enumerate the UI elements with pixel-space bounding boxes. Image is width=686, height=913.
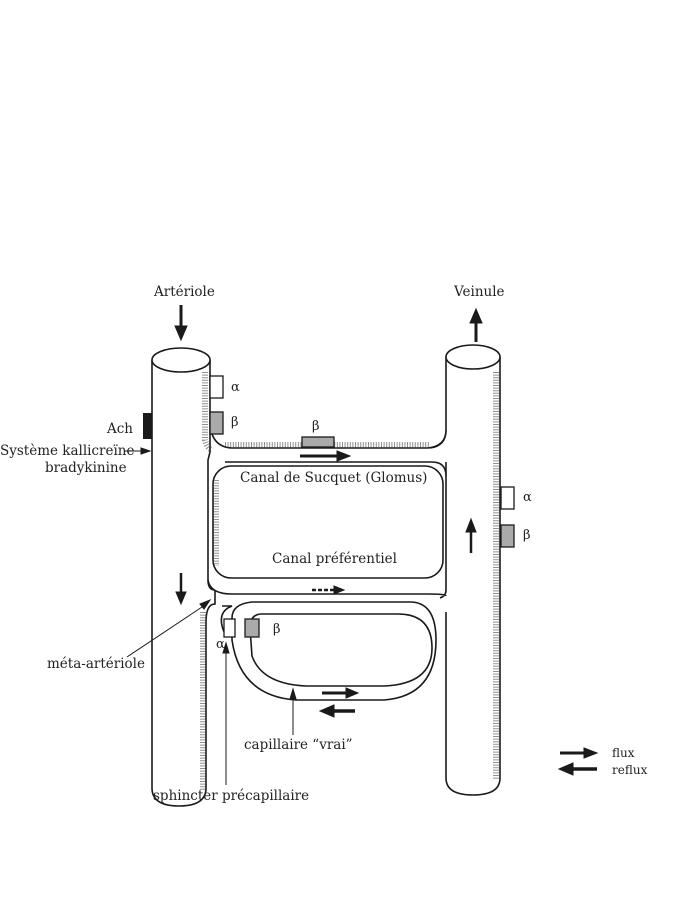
alpha-receptor-arteriole [209,375,224,399]
legend-flux-label: flux [612,746,635,760]
kallicreine-label: Système kallicreïne [0,443,135,459]
beta-receptor-sphincter [244,618,260,638]
capillaire-vrai-loop [220,601,437,701]
capillaire-vrai-label: capillaire “vrai” [244,737,353,753]
capillaire-reflux-arrow [318,704,355,718]
sphincter-label: sphincter précapillaire [153,788,310,804]
legend-flux-arrow [560,747,599,759]
beta-label-canal: β [312,419,320,434]
veinule-vessel [429,344,501,796]
meta-arteriole-label: méta-artériole [47,656,145,672]
legend-reflux-label: reflux [612,763,648,777]
beta-receptor-canal [301,436,335,448]
ach-label: Ach [107,421,134,437]
bradykinine-label: bradykinine [45,460,127,476]
arteriole-top-ellipse [151,347,211,373]
veinule-outflow-arrow [469,307,483,342]
veinule-label: Veinule [454,284,505,300]
alpha-label-arteriole: α [231,380,240,395]
beta-receptor-veinule [500,524,515,548]
legend-reflux-arrow [557,762,597,776]
beta-label-sphincter: β [273,622,281,637]
alpha-label-veinule: α [523,490,532,505]
canal-preferentiel-label: Canal préférentiel [272,551,397,567]
arteriole-label: Artériole [154,284,215,300]
meta-arteriole-pointer [126,604,206,658]
arteriole-flow-arrow [175,573,187,606]
alpha-receptor-veinule [500,486,515,510]
capillaire-flux-arrow [322,687,360,699]
canal-sucquet-flux-arrow [300,450,352,462]
alpha-label-sphincter: α [216,637,225,652]
veinule-flow-arrow [465,517,477,553]
beta-label-veinule: β [523,528,531,543]
alpha-receptor-sphincter [223,618,236,638]
ach-receptor [143,413,152,439]
veinule-top-ellipse [445,344,501,370]
arteriole-inflow-arrow [174,305,188,342]
canal-preferentiel-channel [207,579,447,597]
canal-sucquet-label: Canal de Sucquet (Glomus) [240,470,428,486]
beta-label-arteriole: β [231,415,239,430]
beta-receptor-arteriole [209,411,224,435]
arteriole-vessel [151,347,216,807]
canal-preferentiel-flux-arrow [312,585,346,595]
